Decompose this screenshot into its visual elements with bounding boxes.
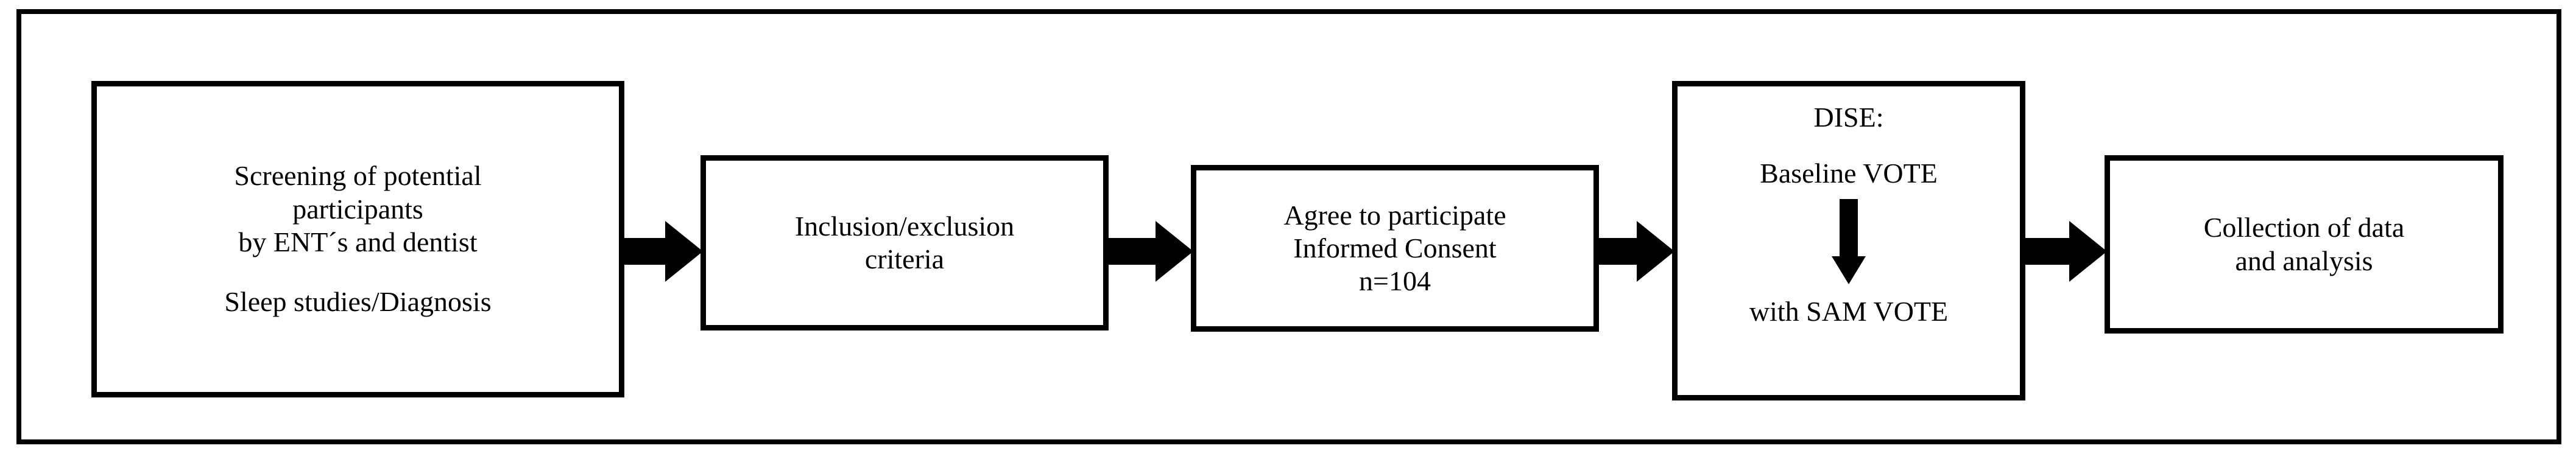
flow-node-criteria-line-2: criteria <box>864 243 945 274</box>
flow-node-screening-line-1: Screening of potential <box>234 160 482 192</box>
flow-node-criteria-line-1: Inclusion/exclusion <box>794 210 1015 242</box>
right-block-arrow-icon <box>1597 221 1674 282</box>
flow-node-screening-line-4: Sleep studies/Diagnosis <box>224 286 492 318</box>
flow-node-screening: Screening of potential participants by E… <box>91 81 624 397</box>
arrow-shaft <box>1597 238 1639 265</box>
flow-node-dise-title: DISE: <box>1813 102 1884 133</box>
arrow-head <box>1637 221 1674 282</box>
right-block-arrow-icon <box>2023 221 2107 282</box>
flow-node-consent-line-2: Informed Consent <box>1293 232 1497 264</box>
flow-node-screening-line-2: participants <box>292 193 423 225</box>
down-arrow-icon <box>1832 198 1866 284</box>
right-block-arrow-icon <box>1106 221 1193 282</box>
flow-node-screening-line-3: by ENT´s and dentist <box>238 226 478 257</box>
flow-node-dise: DISE: Baseline VOTE with SAM VOTE <box>1672 81 2025 400</box>
flow-node-consent-line-1: Agree to participate <box>1283 199 1506 231</box>
flow-node-consent-line-3: n=104 <box>1359 265 1431 297</box>
flow-node-criteria: Inclusion/exclusion criteria <box>700 155 1109 330</box>
flow-node-dise-with-sam: with SAM VOTE <box>1749 295 1949 327</box>
flow-node-dise-baseline: Baseline VOTE <box>1760 158 1938 189</box>
arrow-shaft <box>2023 238 2072 265</box>
arrow-head <box>2069 221 2107 282</box>
flow-node-consent: Agree to participate Informed Consent n=… <box>1191 165 1599 332</box>
right-block-arrow-icon <box>622 221 703 282</box>
flow-node-collection: Collection of data and analysis <box>2105 155 2504 334</box>
arrow-shaft <box>1106 238 1158 265</box>
flow-node-collection-line-2: and analysis <box>2235 245 2373 276</box>
flow-node-collection-line-1: Collection of data <box>2203 212 2405 243</box>
figure-outer-frame: Screening of potential participants by E… <box>16 9 2561 444</box>
arrow-head <box>1156 221 1193 282</box>
arrow-shaft <box>1840 198 1858 257</box>
arrow-head <box>665 221 703 282</box>
arrow-head <box>1832 256 1866 284</box>
arrow-shaft <box>622 238 668 265</box>
